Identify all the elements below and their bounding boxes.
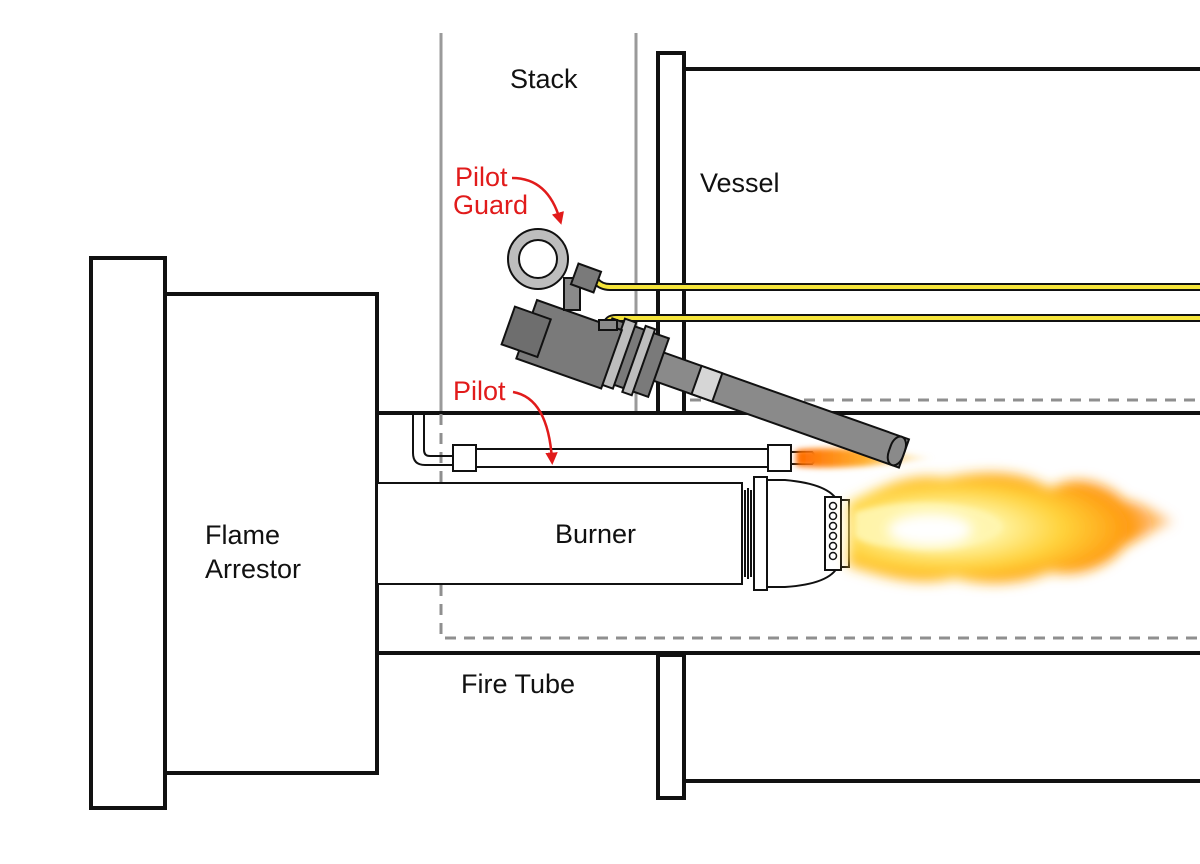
burner-label: Burner [555, 519, 636, 549]
pilot-gas-lines [592, 277, 1200, 330]
pilot [412, 412, 816, 472]
fire-tube-label: Fire Tube [461, 669, 575, 699]
flame-arrestor [89, 256, 379, 810]
vessel-label: Vessel [700, 168, 780, 198]
ring-guard-icon [507, 228, 569, 290]
flame-icon [848, 472, 1175, 584]
flame-arrestor-label-line1: Flame [205, 520, 280, 550]
pilot-assembly [500, 262, 911, 469]
callout-arrows [511, 176, 564, 465]
pilot-guard-label-line1: Pilot [455, 162, 508, 192]
burner [376, 476, 850, 591]
vessel [656, 51, 1200, 800]
stack-label: Stack [510, 64, 578, 94]
pilot-guard-label-line2: Guard [453, 190, 528, 220]
flame-arrestor-label-line2: Arrestor [205, 554, 301, 584]
pilot-label: Pilot [453, 376, 506, 406]
pilot-flame-icon [796, 448, 935, 468]
